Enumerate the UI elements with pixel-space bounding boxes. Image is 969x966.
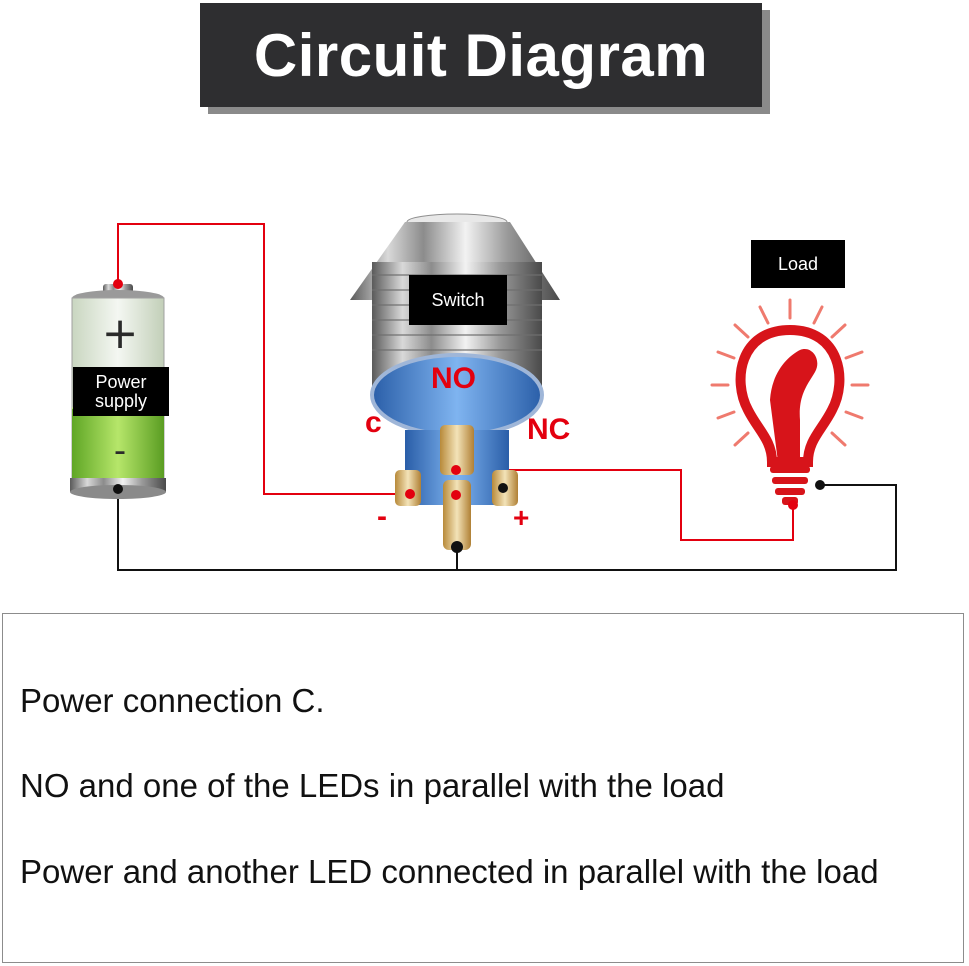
note-power-led-parallel: Power and another LED connected in paral… [20,853,879,890]
note-power-connection: Power connection C. [20,682,325,719]
power-supply-label-line1: Power [95,371,147,392]
connection-dot-load-black [815,480,825,490]
connection-dot-pin-led [451,490,461,500]
connection-dot-pin-plus [498,483,508,493]
battery-plus-symbol: + [102,308,139,359]
battery-minus-symbol: - [114,431,126,471]
wiring-notes-panel: Power connection C. NO and one of the LE… [2,613,964,963]
connection-dot-pin-no [451,465,461,475]
red-wire-battery-to-c [117,223,410,495]
load-label: Load [751,240,845,288]
switch-label: Switch [409,275,507,325]
power-supply-label: Power supply [73,367,169,416]
wires [117,223,897,571]
circuit-diagram: + - [70,213,897,571]
load-bulb-icon [710,298,870,505]
pin-label-nc: NC [527,413,571,446]
pin-label-c: c [365,406,382,439]
connection-dot-battery-plus [113,279,123,289]
page-title: Circuit Diagram [200,3,762,107]
red-wire-no-to-load [456,469,794,541]
pin-label-minus: - [377,500,387,533]
pin-label-plus: + [513,502,530,533]
note-no-led-parallel: NO and one of the LEDs in parallel with … [20,767,725,804]
connection-dot-load-red [788,500,798,510]
black-wire-return [117,484,897,571]
power-supply-label-line2: supply [94,390,148,411]
pin-label-no: NO [431,362,476,395]
connection-dot-battery-minus [113,484,123,494]
connection-dot-pin-c [405,489,415,499]
